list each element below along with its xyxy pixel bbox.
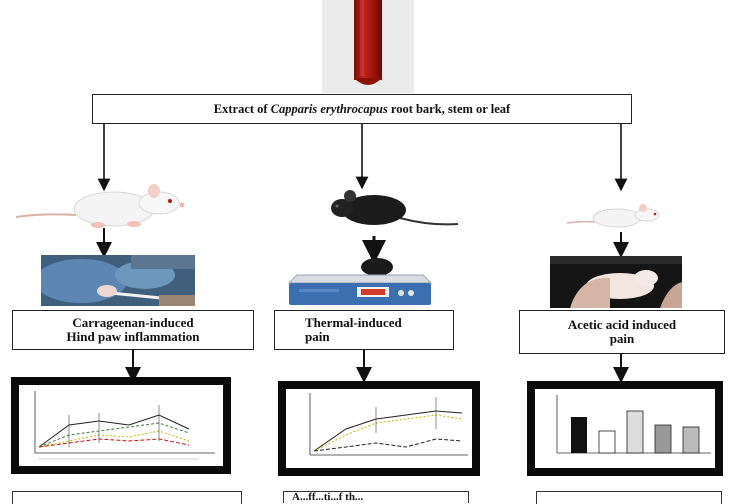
model-box-acetic: Acetic acid induced pain <box>519 310 725 354</box>
model-carrageenan-line2: Hind paw inflammation <box>66 329 200 344</box>
result-chart-left <box>11 377 231 474</box>
extract-species: Capparis erythrocapus <box>270 102 388 116</box>
white-rat-left-icon <box>15 184 185 228</box>
bottom-box-center: A...ff...ti...f th... <box>283 491 469 503</box>
result-chart-center <box>278 381 480 476</box>
white-rat-right-icon <box>566 204 660 228</box>
extract-suffix: root bark, stem or leaf <box>387 102 511 116</box>
result-chart-right <box>527 381 723 476</box>
extract-prefix: Extract of <box>213 102 271 116</box>
model-thermal-line1: Thermal-induced <box>305 315 402 330</box>
model-acetic-line1: Acetic acid induced <box>567 317 677 332</box>
extract-box: Extract of Capparis erythrocapus root ba… <box>92 94 632 124</box>
black-mouse-icon <box>331 190 459 226</box>
model-acetic-line2: pain <box>609 331 635 346</box>
injection-photo <box>41 255 195 306</box>
handled-rat-photo <box>550 256 682 308</box>
model-box-thermal: Thermal-induced pain <box>274 310 454 350</box>
model-carrageenan-line1: Carrageenan-induced <box>72 315 194 330</box>
bottom-box-left <box>12 491 242 504</box>
model-thermal-line2: pain <box>305 329 330 344</box>
model-box-carrageenan: Carrageenan-induced Hind paw inflammatio… <box>12 310 254 350</box>
hot-plate-photo <box>287 258 433 305</box>
extract-tube-photo <box>322 0 414 93</box>
bottom-box-right <box>536 491 722 504</box>
bottom-cut-text: A...ff...ti...f th... <box>292 491 364 503</box>
